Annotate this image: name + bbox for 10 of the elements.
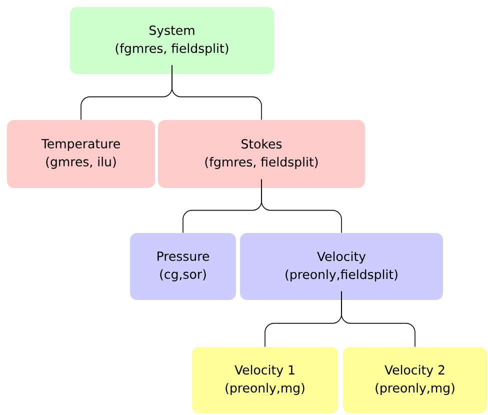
solver-box: Pressure (cg,sor) (130, 233, 236, 300)
solver-box: Temperature (gmres, ilu) (7, 120, 155, 188)
solver-box: Velocity 2 (preonly,mg) (343, 347, 487, 413)
brace-connector (261, 178, 342, 234)
solver-box: Velocity 1 (preonly,mg) (192, 347, 338, 413)
solver-box: Velocity (preonly,fieldsplit) (240, 233, 443, 300)
solver-box: System (fgmres, fieldsplit) (70, 7, 274, 74)
brace-connector (172, 64, 262, 120)
brace-connector (341, 290, 416, 348)
solver-box: Stokes (fgmres, fieldsplit) (158, 120, 365, 188)
